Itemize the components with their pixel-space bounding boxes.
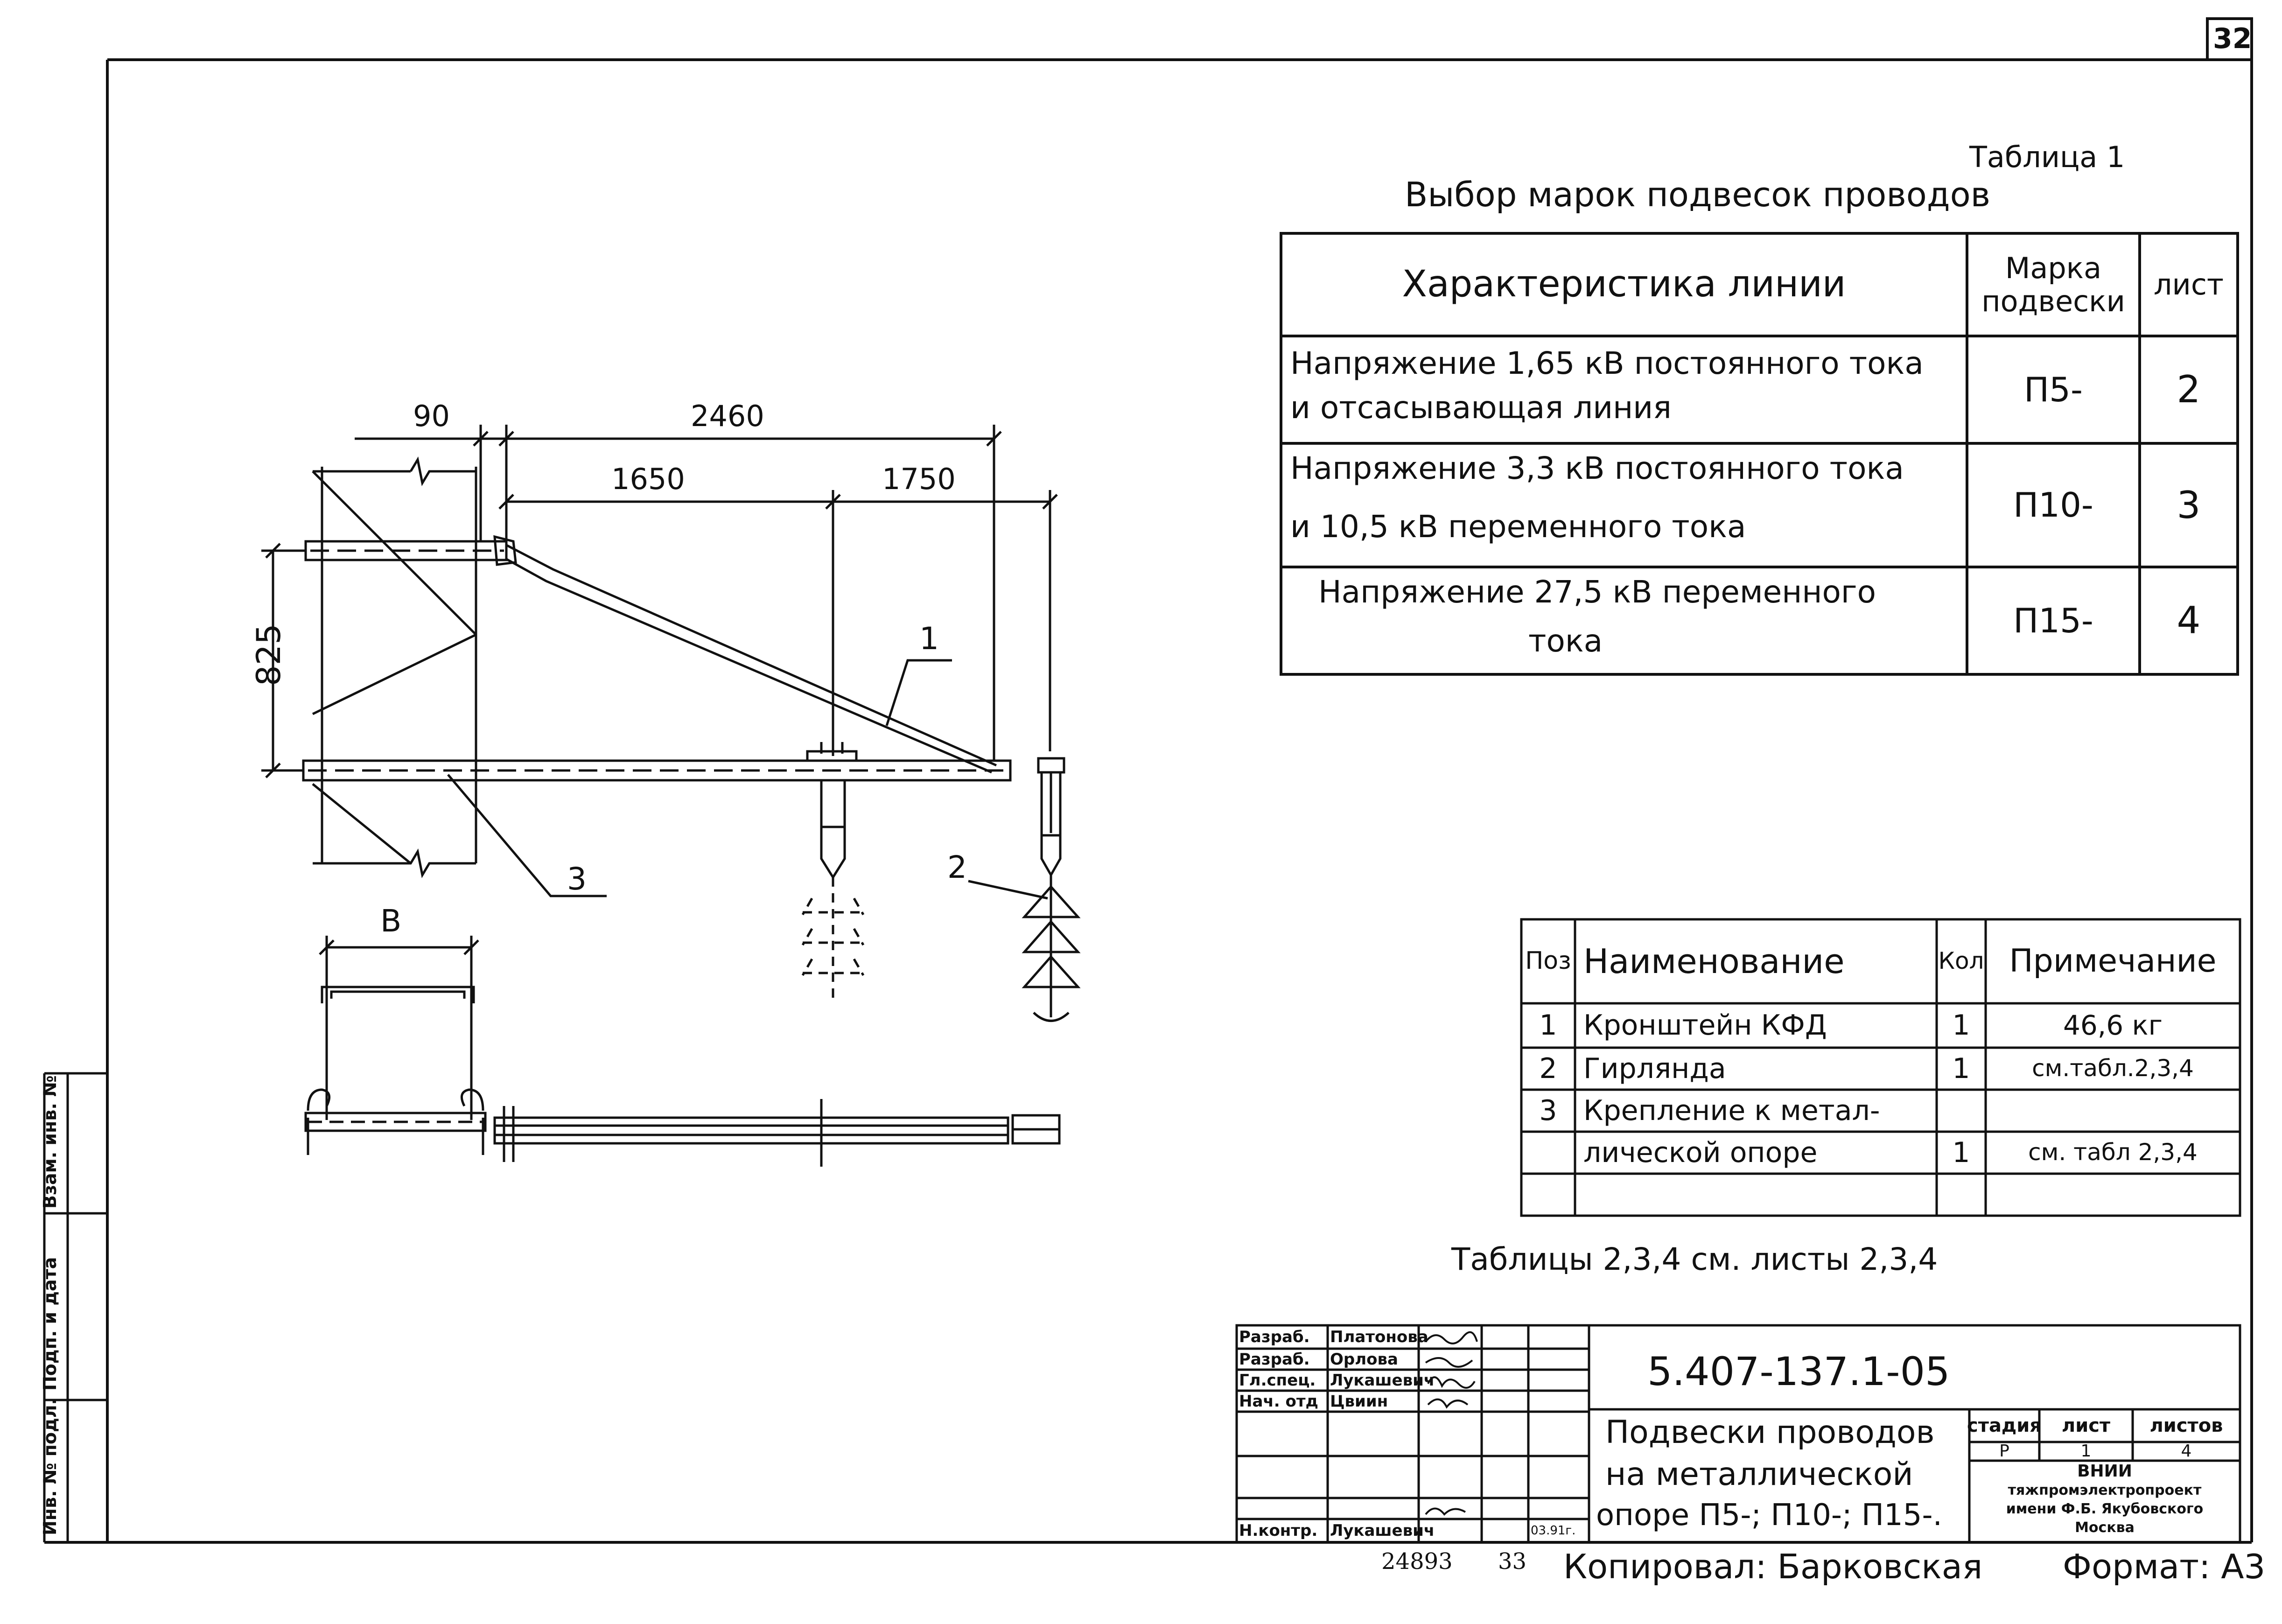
title-block-grid (1235, 1324, 2241, 1544)
spec-row3-pos: 3 (1539, 1094, 1557, 1127)
tb-role-1: Разраб. (1239, 1328, 1310, 1346)
spec-row1-name: Кронштейн КФД (1583, 1009, 1827, 1042)
spec-row3-qty (1937, 1090, 1986, 1132)
tb-sheet-header: лист (2061, 1415, 2111, 1436)
spec-row2-name: Гирлянда (1583, 1052, 1726, 1085)
dim-b: В (380, 903, 402, 939)
tb-title-1: Подвески проводов (1605, 1414, 1935, 1451)
tb-org-1: ВНИИ (2077, 1462, 2132, 1481)
dim-90: 90 (413, 399, 450, 433)
table1-header-sheet: лист (2153, 267, 2224, 302)
spec-row4-qty: 1 (1952, 1136, 1970, 1169)
dim-1650: 1650 (611, 462, 685, 496)
dim-1750: 1750 (882, 462, 956, 496)
inv-label: Инв. № подл. (40, 1398, 60, 1535)
spec-row3-name: Крепление к метал- (1583, 1094, 1880, 1127)
bracket-drawing (261, 425, 1081, 1167)
footer-format: Формат: А3 (2063, 1547, 2266, 1586)
tb-name-7: Лукашевич (1330, 1521, 1435, 1540)
spec-row4-note: см. табл 2,3,4 (2028, 1139, 2198, 1166)
tb-name-3: Лукашевич (1330, 1371, 1435, 1390)
spec-row4-name: лической опоре (1583, 1136, 1818, 1169)
footer-copied: Копировал: Барковская (1563, 1547, 1983, 1586)
spec-row2-pos: 2 (1539, 1052, 1557, 1085)
table1-title: Выбор марок подвесок проводов (1405, 175, 1991, 214)
table1-row2-desc1: Напряжение 3,3 кВ постоянного тока (1290, 450, 1904, 486)
tb-name-1: Платонова (1330, 1328, 1428, 1346)
tb-name-2: Орлова (1330, 1350, 1398, 1369)
spec-header-note: Примечание (2009, 942, 2217, 980)
callout-3: 3 (567, 861, 587, 897)
spec-row1-note: 46,6 кг (2063, 1009, 2163, 1042)
table1-row1-mark: П5- (2024, 370, 2083, 409)
tb-stage-header: стадия (1967, 1415, 2042, 1436)
signatures (1425, 1331, 1478, 1516)
replace-inv-label: Взам. инв. № (40, 1075, 60, 1209)
table1-caption: Таблица 1 (1969, 140, 2125, 174)
tb-sheet: 1 (2080, 1442, 2092, 1461)
spec-grid (1520, 918, 2241, 1217)
callout-2: 2 (947, 849, 967, 885)
tb-role-4: Нач. отд (1239, 1392, 1319, 1411)
tb-org-3: имени Ф.Б. Якубовского (2006, 1500, 2204, 1517)
table1-row2-desc2: и 10,5 кВ переменного тока (1290, 509, 1746, 545)
tb-role-3: Гл.спец. (1239, 1371, 1316, 1390)
tb-date: 03.91г. (1531, 1524, 1576, 1538)
tb-role-2: Разраб. (1239, 1350, 1310, 1369)
spec-row3-note (1986, 1090, 2240, 1132)
spec-header-pos: Поз (1525, 947, 1571, 975)
tb-code: 5.407-137.1-05 (1647, 1349, 1950, 1394)
left-strip-frame (43, 1072, 107, 1542)
spec-row1-qty: 1 (1952, 1009, 1970, 1042)
tb-role-7: Н.контр. (1239, 1521, 1318, 1540)
spec-row2-qty: 1 (1952, 1052, 1970, 1085)
spec-header-qty: Кол (1938, 947, 1984, 975)
spec-header-name: Наименование (1583, 941, 1845, 981)
tb-sheets-header: листов (2149, 1415, 2223, 1436)
footer-num: 33 (1498, 1548, 1527, 1575)
tb-title-3: опоре П5-; П10-; П15-. (1596, 1498, 1942, 1533)
callout-1: 1 (919, 621, 939, 657)
table1-header-characteristic: Характеристика линии (1402, 263, 1846, 306)
tb-org-4: Москва (2075, 1519, 2135, 1536)
table1-row2-sheet: 3 (2177, 483, 2201, 527)
table1-grid (1280, 232, 2239, 676)
dim-2460: 2460 (691, 399, 764, 433)
dim-825: 825 (250, 623, 288, 686)
table1-row3-mark: П15- (2013, 601, 2093, 640)
tables-note: Таблицы 2,3,4 см. листы 2,3,4 (1451, 1241, 1938, 1277)
table1-row3-desc2: тока (1528, 623, 1603, 659)
tb-name-4: Цвиин (1330, 1392, 1388, 1411)
tb-stage: Р (1999, 1442, 2009, 1461)
spec-row1-pos: 1 (1539, 1009, 1557, 1042)
tb-sheets: 4 (2181, 1442, 2192, 1461)
table1-header-mark: Марка подвески (1981, 251, 2125, 318)
tb-title-2: на металлической (1605, 1456, 1913, 1493)
spec-row2-note: см.табл.2,3,4 (2032, 1055, 2194, 1082)
sheet-number: 32 (2213, 22, 2252, 55)
footer-inv: 24893 (1381, 1548, 1453, 1575)
table1-row1-desc2: и отсасывающая линия (1290, 390, 1672, 426)
table1-row3-desc1: Напряжение 27,5 кВ переменного (1318, 574, 1876, 610)
sign-date-label: Подп. и дата (40, 1257, 60, 1391)
tb-org-2: тяжпромэлектропроект (2008, 1482, 2202, 1498)
table1-row2-mark: П10- (2013, 485, 2093, 525)
table1-row3-sheet: 4 (2177, 599, 2201, 642)
spec-row4-pos (1521, 1132, 1575, 1174)
table1-row1-desc1: Напряжение 1,65 кВ постоянного тока (1290, 345, 1924, 381)
table1-row1-sheet: 2 (2177, 368, 2201, 411)
